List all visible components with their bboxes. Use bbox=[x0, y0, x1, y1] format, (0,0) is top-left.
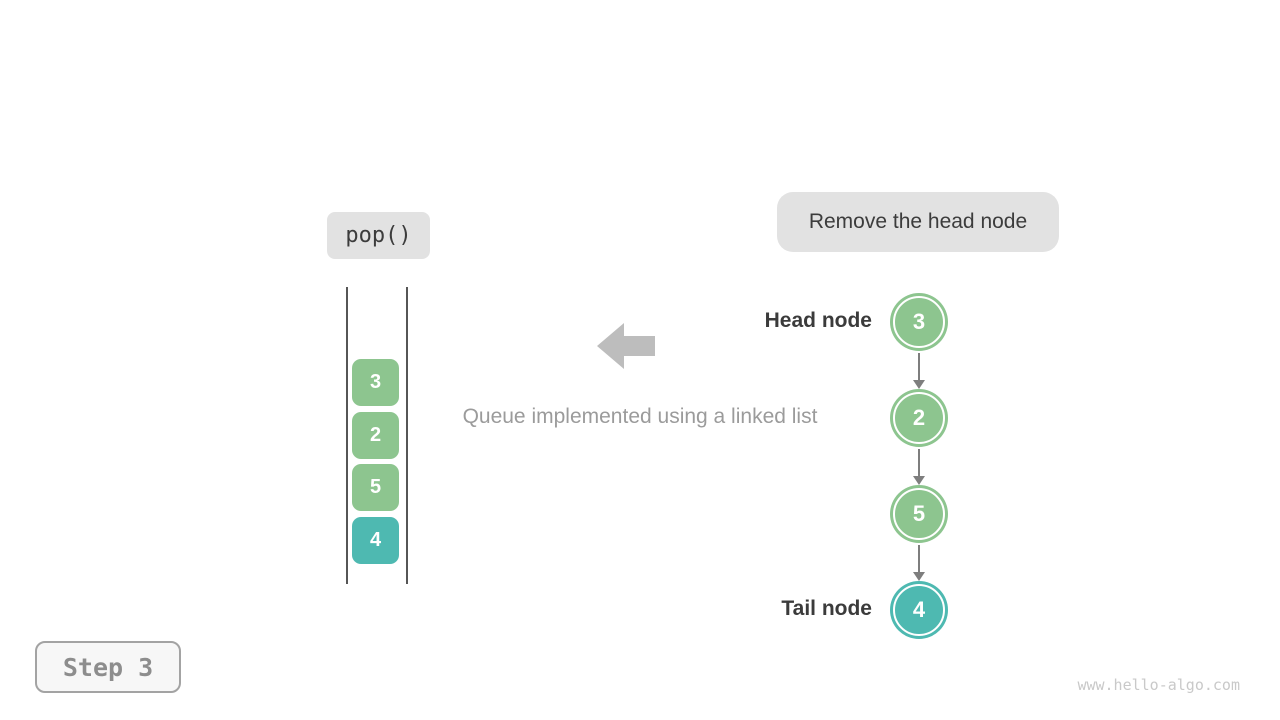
list-node-value: 4 bbox=[912, 597, 926, 622]
list-node-value: 5 bbox=[912, 501, 926, 526]
queue-block-value: 2 bbox=[369, 424, 382, 446]
queue-block: 4 bbox=[352, 517, 399, 564]
down-arrow-icon bbox=[918, 449, 920, 483]
list-node: 4 bbox=[890, 581, 948, 639]
queue-wall-left bbox=[346, 287, 348, 584]
tail-node-label: Tail node bbox=[781, 597, 872, 620]
step-badge: Step 3 bbox=[35, 641, 181, 693]
diagram-caption: Queue implemented using a linked list bbox=[462, 405, 818, 428]
list-node: 5 bbox=[890, 485, 948, 543]
watermark: www.hello-algo.com bbox=[1077, 676, 1240, 694]
queue-block: 5 bbox=[352, 464, 399, 511]
annotation-label: Remove the head node bbox=[808, 210, 1028, 233]
queue-block: 3 bbox=[352, 359, 399, 406]
down-arrow-icon bbox=[918, 353, 920, 387]
pop-operation-badge: pop() bbox=[327, 212, 430, 259]
step-badge-label: Step 3 bbox=[62, 652, 154, 682]
list-node-value: 2 bbox=[912, 405, 926, 430]
left-arrow-icon bbox=[597, 323, 655, 369]
queue-block-value: 4 bbox=[369, 529, 382, 551]
queue-block: 2 bbox=[352, 412, 399, 459]
queue-wall-right bbox=[406, 287, 408, 584]
down-arrow-icon bbox=[918, 545, 920, 579]
list-node: 3 bbox=[890, 293, 948, 351]
list-node: 2 bbox=[890, 389, 948, 447]
list-node-value: 3 bbox=[912, 309, 926, 334]
queue-block-value: 5 bbox=[369, 476, 382, 498]
pop-operation-label: pop() bbox=[345, 223, 412, 248]
annotation-badge: Remove the head node bbox=[777, 192, 1059, 252]
queue-block-value: 3 bbox=[369, 371, 382, 393]
head-node-label: Head node bbox=[764, 309, 872, 332]
